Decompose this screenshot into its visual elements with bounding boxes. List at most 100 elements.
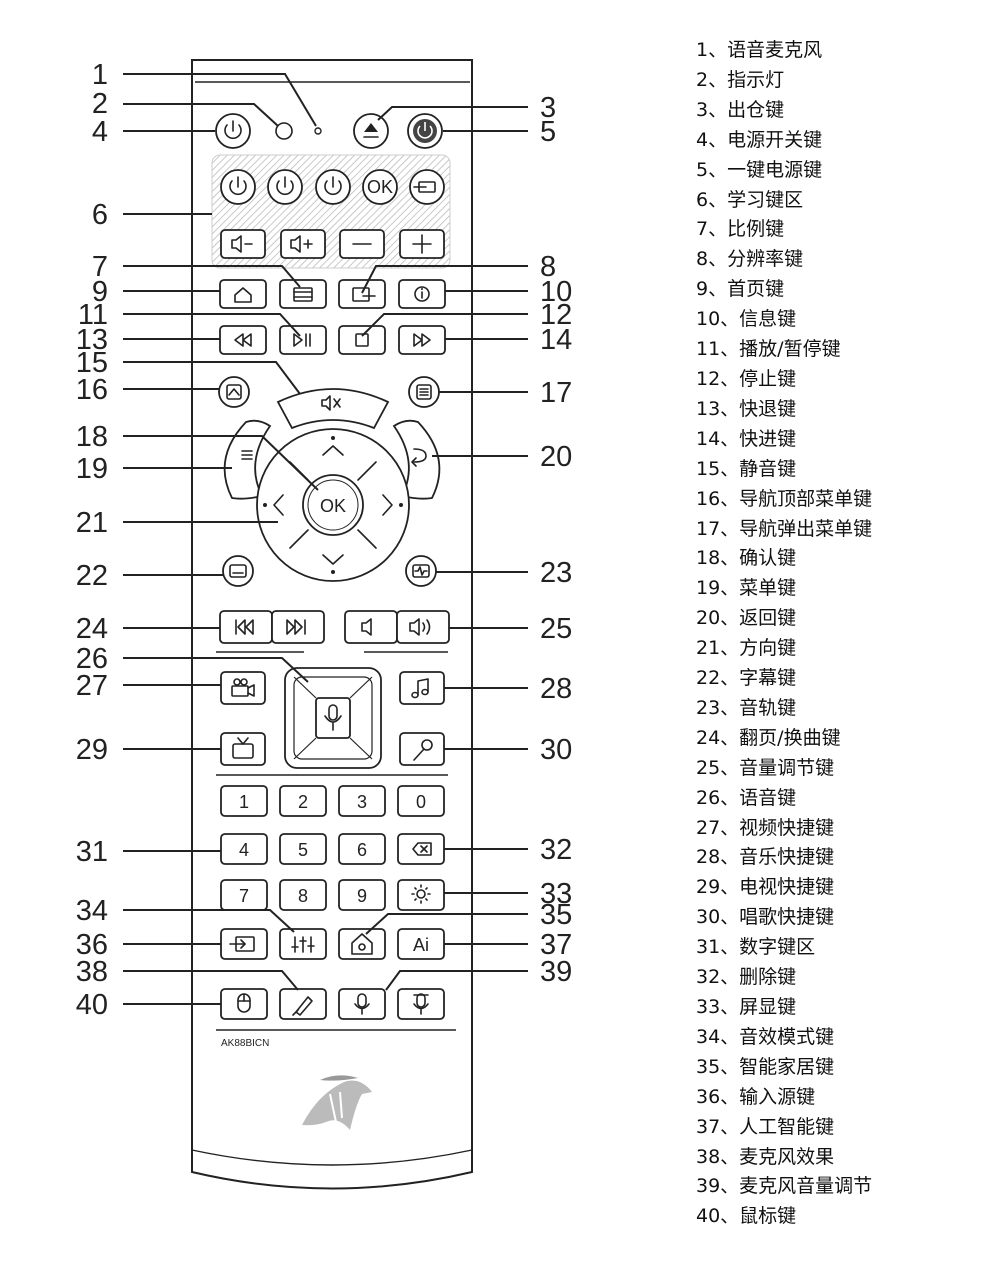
- learn-power-button-3[interactable]: [315, 169, 351, 205]
- digit-1-label: 1: [239, 792, 249, 812]
- callout-16: 16: [76, 374, 108, 406]
- ai-button[interactable]: Ai: [397, 928, 445, 960]
- eject-button[interactable]: [353, 113, 389, 149]
- sound-mode-button[interactable]: [279, 928, 327, 960]
- callout-1: 1: [92, 59, 108, 91]
- osd-button[interactable]: [397, 879, 445, 911]
- top-menu-button[interactable]: [218, 376, 250, 408]
- model-label: AK88BICN: [221, 1038, 269, 1049]
- learn-input-button[interactable]: [409, 169, 445, 205]
- callout-29: 29: [76, 734, 108, 766]
- legend-item: 20、返回键: [696, 607, 797, 630]
- tv-shortcut-button[interactable]: [220, 732, 266, 766]
- prev-track-button[interactable]: [219, 610, 273, 644]
- legend-item: 17、导航弹出菜单键: [696, 517, 873, 540]
- voice-button[interactable]: [284, 667, 382, 769]
- remote-diagram: OK: [76, 59, 573, 1190]
- callout-33: 33: [540, 878, 572, 910]
- fast-forward-button[interactable]: [398, 325, 446, 355]
- microphone-icon: [328, 704, 338, 721]
- legend-item: 19、菜单键: [696, 577, 797, 600]
- legend-item: 23、音轨键: [696, 696, 797, 719]
- legend-item: 2、指示灯: [696, 68, 785, 91]
- digit-9-button[interactable]: 9: [338, 879, 386, 911]
- digit-5-button[interactable]: 5: [279, 833, 327, 865]
- info-button[interactable]: [398, 279, 446, 309]
- callout-21: 21: [76, 507, 108, 539]
- legend-item: 30、唱歌快捷键: [696, 906, 835, 929]
- mute-button[interactable]: [276, 388, 390, 430]
- callout-20: 20: [540, 441, 572, 473]
- learn-power-button-2[interactable]: [267, 169, 303, 205]
- callout-17: 17: [540, 377, 572, 409]
- audio-track-button[interactable]: [405, 555, 437, 587]
- volume-down-button[interactable]: [344, 610, 398, 644]
- digit-3-button[interactable]: 3: [338, 785, 386, 817]
- back-button[interactable]: [392, 419, 441, 500]
- mic-effect-button[interactable]: [279, 988, 327, 1020]
- digit-0-button[interactable]: 0: [397, 785, 445, 817]
- digit-9-label: 9: [357, 886, 367, 906]
- callout-10: 10: [540, 276, 572, 308]
- eagle-logo: [302, 1075, 372, 1130]
- one-key-power-button[interactable]: [407, 113, 443, 149]
- legend-item: 7、比例键: [696, 218, 785, 241]
- legend-item: 22、字幕键: [696, 667, 797, 690]
- callout-39: 39: [540, 956, 572, 988]
- delete-button[interactable]: [397, 833, 445, 865]
- learn-minus-button[interactable]: [339, 229, 385, 259]
- music-shortcut-button[interactable]: [399, 671, 445, 705]
- legend-item: 35、智能家居键: [696, 1055, 835, 1078]
- ok-label: OK: [320, 496, 346, 516]
- resolution-button[interactable]: [338, 279, 386, 309]
- digit-4-button[interactable]: 4: [220, 833, 268, 865]
- learn-volume-down-button[interactable]: [220, 229, 266, 259]
- popup-menu-button[interactable]: [408, 376, 440, 408]
- callout-35: 35: [540, 899, 572, 931]
- legend-item: 12、停止键: [696, 367, 797, 390]
- play-pause-button[interactable]: [279, 325, 327, 355]
- power-switch-button[interactable]: [215, 113, 251, 149]
- legend-item: 27、视频快捷键: [696, 816, 835, 839]
- legend-item: 14、快进键: [696, 427, 797, 450]
- digit-7-button[interactable]: 7: [220, 879, 268, 911]
- home-button[interactable]: [219, 279, 267, 309]
- callout-24: 24: [76, 613, 108, 645]
- callout-7: 7: [92, 251, 108, 283]
- learn-plus-button[interactable]: [399, 229, 445, 259]
- callout-25: 25: [540, 613, 572, 645]
- digit-8-label: 8: [298, 886, 308, 906]
- digit-4-label: 4: [239, 840, 249, 860]
- down-arrow-icon: [322, 554, 344, 565]
- mic-volume-down-button[interactable]: [338, 988, 386, 1020]
- digit-8-button[interactable]: 8: [279, 879, 327, 911]
- volume-up-button[interactable]: [396, 610, 450, 644]
- callout-13: 13: [76, 324, 108, 356]
- digit-2-button[interactable]: 2: [279, 785, 327, 817]
- digit-5-label: 5: [298, 840, 308, 860]
- smart-home-button[interactable]: [338, 928, 386, 960]
- next-track-button[interactable]: [271, 610, 325, 644]
- learn-power-button-1[interactable]: [220, 169, 256, 205]
- aspect-ratio-button[interactable]: [279, 279, 327, 309]
- mic-volume-up-button[interactable]: [397, 988, 445, 1020]
- input-source-button[interactable]: [220, 928, 268, 960]
- digit-3-label: 3: [357, 792, 367, 812]
- mouse-button[interactable]: [220, 988, 268, 1020]
- rewind-button[interactable]: [219, 325, 267, 355]
- learn-volume-up-button[interactable]: [280, 229, 326, 259]
- legend-item: 8、分辨率键: [696, 248, 804, 271]
- callout-18: 18: [76, 421, 108, 453]
- digit-0-label: 0: [416, 792, 426, 812]
- digit-6-button[interactable]: 6: [338, 833, 386, 865]
- callout-numbers: 1 2 3 4 5 6 7 8 9 10 11 12 13 14 15 16 1…: [76, 59, 573, 1021]
- stop-button[interactable]: [338, 325, 386, 355]
- subtitle-button[interactable]: [222, 555, 254, 587]
- voice-mic-hole: [314, 127, 322, 135]
- video-shortcut-button[interactable]: [220, 671, 266, 705]
- callout-12: 12: [540, 299, 572, 331]
- learn-ok-button[interactable]: OK: [362, 169, 398, 205]
- digit-1-button[interactable]: 1: [220, 785, 268, 817]
- callout-40: 40: [76, 989, 108, 1021]
- karaoke-shortcut-button[interactable]: [399, 732, 445, 766]
